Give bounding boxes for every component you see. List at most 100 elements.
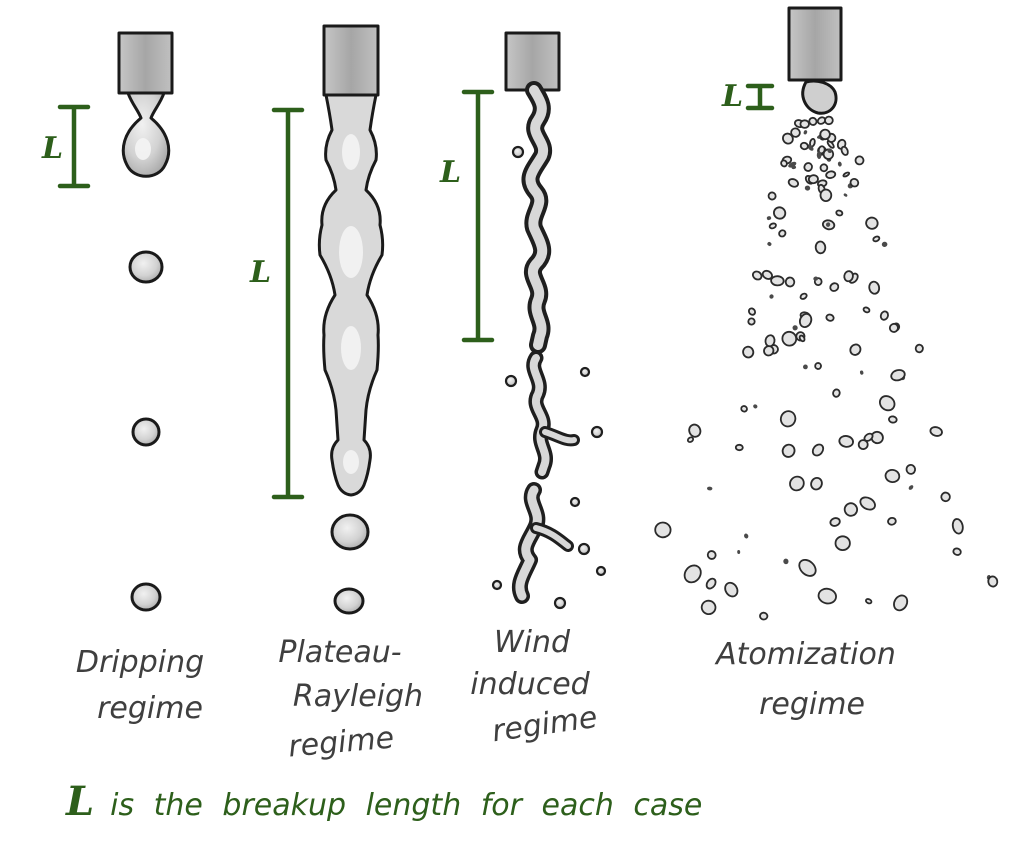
spray-droplet [825,170,837,179]
column-highlight [341,326,361,370]
spray-droplet [888,415,898,424]
spray-droplet [798,558,817,577]
atomization-column: L [654,6,999,621]
spray-droplet [807,174,819,185]
spray-droplet [737,550,741,554]
spray-droplet [849,177,860,188]
spray-droplet [905,464,917,475]
sinuous-jet-fill [525,85,549,350]
falling-drop [130,582,162,612]
spray-droplet [857,439,869,451]
spray-droplet [824,115,834,126]
spray-droplet [827,148,833,154]
spray-droplet [787,178,800,188]
spray-droplet [884,468,901,484]
column-highlight [343,450,359,474]
spray-droplet [808,116,818,126]
spray-droplet [779,410,797,428]
spray-droplet [859,370,864,375]
drop-highlight [135,138,151,160]
spray-droplet [790,127,801,138]
spray-droplet [700,599,717,616]
spray-droplet [849,343,862,356]
spray-droplet [753,404,758,409]
spray-droplet [686,436,695,443]
detached-drop [330,513,370,551]
breakup-length-symbol: L [439,155,461,190]
regime-label-line: regime [490,700,600,749]
falling-drop [128,250,164,284]
breakup-length-symbol: L [721,79,743,114]
spray-droplet [791,165,797,170]
spray-droplet [706,550,717,560]
spray-droplet [843,270,854,283]
spray-droplet [804,185,811,191]
spray-droplet [811,443,825,457]
spray-droplet [816,151,822,159]
spray-droplet [890,369,906,382]
spray-droplet [813,276,819,281]
falling-drop [131,417,161,447]
column-highlight [342,134,360,170]
ligament-fragment-fill [529,354,550,476]
spray-droplet [789,475,805,492]
breakup-length-bracket [271,107,305,500]
spray-droplet [819,188,833,203]
breakup-length-bracket [745,83,775,111]
spray-droplet [878,395,896,412]
spray-droplet [799,292,808,300]
dripping-column: L [41,31,174,612]
spray-droplet [859,496,876,511]
spray-droplet [770,275,785,287]
spray-droplet [799,119,810,129]
spray-droplet [843,193,848,197]
spray-droplet [872,235,881,243]
spray-droplet [817,587,837,605]
spray-droplet [832,388,841,398]
spray-droplet [868,280,881,295]
spray-droplet [683,564,702,584]
nozzle [504,31,561,92]
regime-label-line: Dripping [76,645,204,680]
spray-droplet [781,330,798,347]
spray-droplet [865,216,879,230]
spray-droplet [740,405,748,413]
spray-droplet [893,594,909,612]
spray-droplet [865,598,873,605]
spray-droplet [951,518,964,535]
spray-droplet [688,423,702,438]
spray-droplet [810,477,823,491]
nozzle [322,24,380,97]
nozzle [787,6,843,82]
spray-droplet [834,535,851,551]
spray-droplet [819,128,831,141]
splash-arm-fill [533,525,571,549]
spray-droplet [783,558,789,565]
spray-droplet [829,517,841,527]
spray-droplet [654,521,672,539]
breakup-length-bracket [57,104,91,189]
regime-label-line: Rayleigh [293,679,423,714]
breakup-length-symbol: L [249,255,271,290]
spray-droplet [887,516,897,526]
spray-droplet [781,443,796,458]
nozzle [117,31,174,95]
satellite-droplets [491,145,607,610]
spray-droplet [914,343,924,354]
spray-droplet [761,269,773,280]
spray-droplet [707,486,713,491]
spray-droplet [842,171,851,178]
spray-droplet [759,611,769,621]
spray-droplet [798,334,806,343]
spray-droplet [778,229,787,238]
spray-droplet [863,432,874,442]
pendant-drop [121,91,171,178]
spray-droplet [742,345,755,359]
spray-core [801,79,838,115]
spray-droplet [769,294,774,299]
spray-droplet [782,132,794,145]
ligament-branch-fill [542,429,577,444]
spray-droplet [837,161,842,167]
